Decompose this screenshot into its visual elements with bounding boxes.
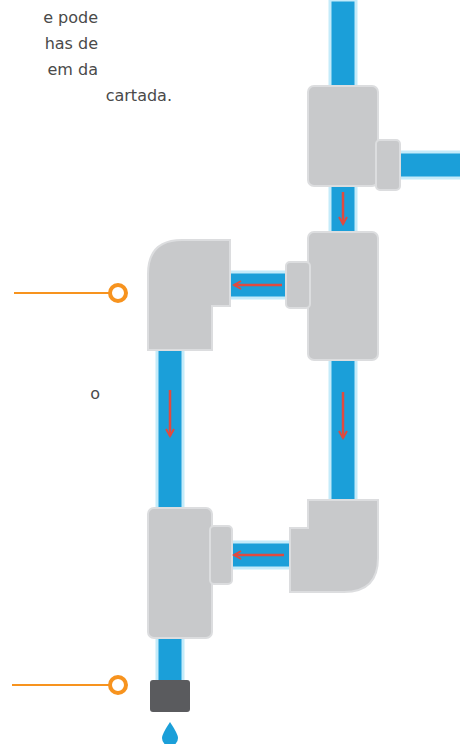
callout-markers <box>12 285 126 693</box>
text-fragment: em da <box>48 58 98 82</box>
fittings <box>148 86 400 638</box>
text-fragment: has de <box>45 32 98 56</box>
water-drop <box>162 722 178 744</box>
text-fragment: e pode <box>43 6 98 30</box>
text-fragment: cartada. <box>106 84 172 108</box>
text-fragment: o <box>90 382 100 406</box>
pipe-cap <box>150 680 190 712</box>
flow-arrows <box>170 192 343 555</box>
